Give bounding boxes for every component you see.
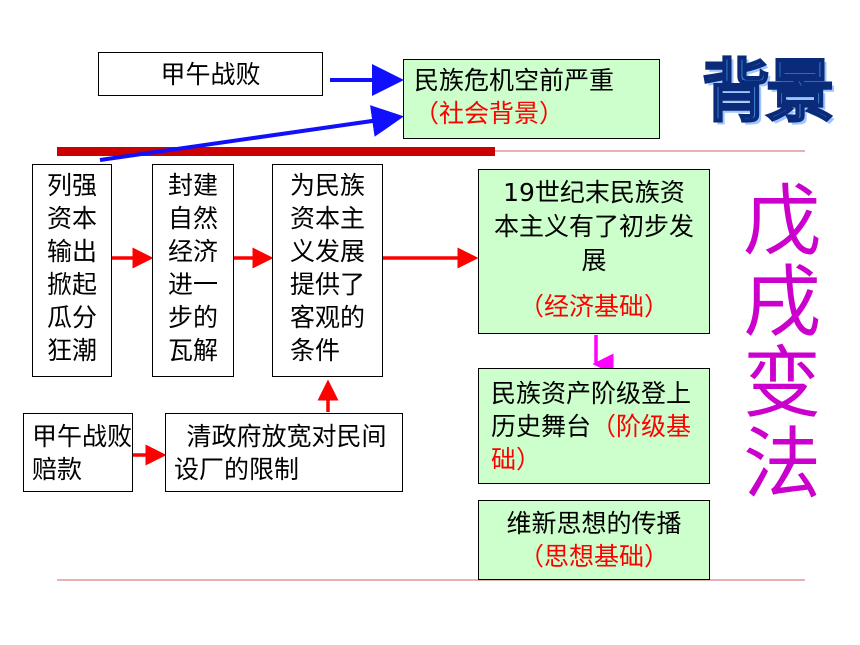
- ideology-box: 维新思想的传播 （思想基础）: [478, 500, 710, 580]
- powers-capital-box: 列强资本输出掀起瓜分狂潮: [32, 164, 112, 377]
- defeat-label: 甲午战败: [160, 59, 261, 89]
- red-divider-bar: [57, 147, 495, 156]
- indemnity-box: 甲午战败赔款: [23, 413, 133, 492]
- arrow-powers-to-crisis: [99, 105, 404, 162]
- class-text: 民族资产阶级登上历史舞台: [491, 379, 692, 441]
- class-basis-box: 民族资产阶级登上历史舞台（阶级基础）: [478, 368, 710, 484]
- economic-tag: （经济基础）: [518, 292, 669, 321]
- policy-text: 清政府放宽对民间设厂的限制: [174, 422, 387, 484]
- background-title: 背景: [701, 51, 835, 133]
- crisis-box: 民族危机空前严重 （社会背景）: [403, 59, 660, 139]
- class-tag: （阶级基础）: [491, 412, 692, 474]
- crisis-text: 民族危机空前严重: [414, 66, 615, 95]
- natural-economy-box: 封建自然经济进一步的瓦解: [152, 164, 234, 377]
- indemnity-text: 甲午战败赔款: [32, 422, 133, 484]
- reform-title: 戊戌变法: [742, 177, 821, 510]
- natural-economy-text: 封建自然经济进一步的瓦解: [168, 171, 219, 365]
- powers-capital-text: 列强资本输出掀起瓜分狂潮: [47, 171, 98, 365]
- crisis-tag: （社会背景）: [414, 99, 565, 128]
- objective-conditions-box: 为民族资本主义发展提供了客观的条件: [272, 164, 383, 377]
- objective-conditions-text: 为民族资本主义发展提供了客观的条件: [290, 171, 366, 365]
- ideology-text: 维新思想的传播: [506, 509, 682, 538]
- policy-box: 清政府放宽对民间设厂的限制: [165, 413, 403, 492]
- ideology-tag: （思想基础）: [518, 542, 669, 571]
- defeat-box: 甲午战败: [98, 52, 323, 96]
- economic-text: 19世纪末民族资本主义有了初步发展: [493, 178, 694, 275]
- economic-basis-box: 19世纪末民族资本主义有了初步发展 （经济基础）: [478, 169, 710, 334]
